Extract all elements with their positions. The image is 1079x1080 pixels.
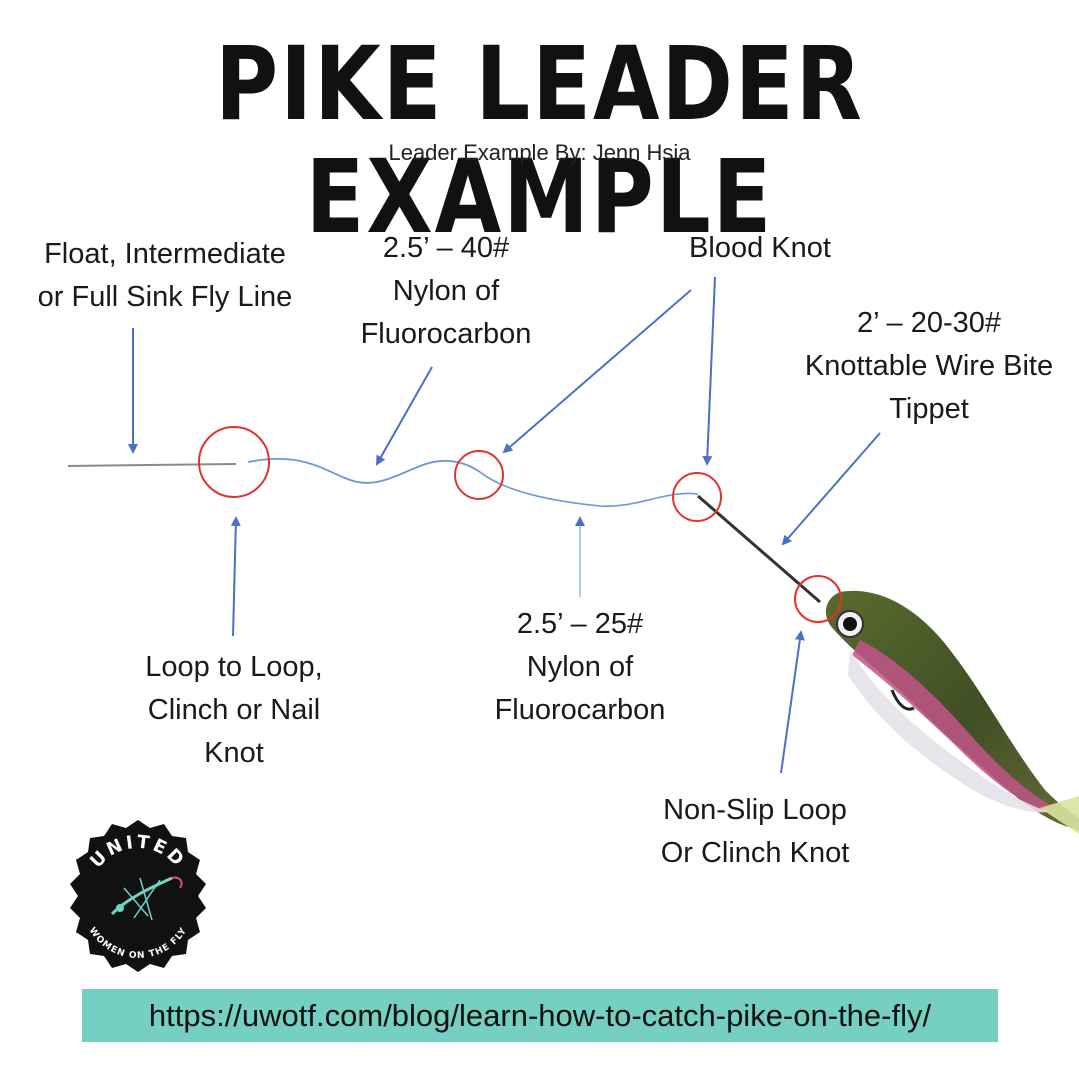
butt-section-label: 2.5’ – 40# Nylon of Fluorocarbon (316, 227, 576, 356)
united-women-on-the-fly-logo: UNITED WOMEN ON THE FLY (70, 820, 206, 972)
fly-line-label-line-2: or Full Sink Fly Line (37, 281, 293, 313)
fly-knot-label-line-2: Or Clinch Knot (660, 837, 850, 869)
fly-line-label-line-1: Float, Intermediate (44, 238, 286, 270)
loop-knot-label: Loop to Loop, Clinch or Nail Knot (104, 646, 364, 775)
blood-knot-label-line-1: Blood Knot (689, 232, 831, 264)
fly-line (67, 463, 237, 467)
url-link[interactable]: https://uwotf.com/blog/learn-how-to-catc… (148, 997, 932, 1033)
loop-to-loop-knot-circle (198, 426, 270, 498)
bite-tippet-label-line-3: Tippet (889, 393, 969, 425)
mid-section-label-line-2: Nylon of (526, 651, 634, 683)
page-subtitle: Leader Example By: Jenn Hsia (388, 140, 691, 165)
butt-section-arrow (376, 366, 433, 466)
butt-section-label-line-1: 2.5’ – 40# (382, 232, 510, 264)
bite-tippet-label: 2’ – 20-30# Knottable Wire Bite Tippet (779, 302, 1079, 431)
blood-knot-arrow-1 (502, 289, 692, 454)
fly-line-label: Float, Intermediate or Full Sink Fly Lin… (20, 233, 310, 319)
loop-knot-arrow (230, 516, 241, 637)
blood-knot-circle-1 (454, 450, 504, 500)
butt-section-line (247, 458, 481, 484)
fly-knot-circle (794, 575, 842, 623)
loop-knot-label-line-2: Clinch or Nail (147, 694, 321, 726)
mid-section-line (479, 471, 699, 507)
url-banner[interactable]: https://uwotf.com/blog/learn-how-to-catc… (82, 989, 998, 1042)
loop-knot-label-line-1: Loop to Loop, (145, 651, 323, 683)
blood-knot-arrow-2 (702, 276, 716, 466)
mid-section-label: 2.5’ – 25# Nylon of Fluorocarbon (450, 603, 710, 732)
fly-knot-label-line-1: Non-Slip Loop (663, 794, 847, 826)
fly-hook-icon (110, 876, 183, 921)
blood-knot-circle-2 (672, 472, 722, 522)
bite-tippet-label-line-1: 2’ – 20-30# (856, 307, 1002, 339)
blood-knot-label: Blood Knot (640, 227, 880, 270)
fly-knot-arrow (780, 630, 805, 774)
fly-knot-label: Non-Slip Loop Or Clinch Knot (624, 789, 886, 875)
butt-section-label-line-2: Nylon of (392, 275, 500, 307)
mid-section-label-line-1: 2.5’ – 25# (516, 608, 644, 640)
mid-section-label-line-3: Fluorocarbon (494, 694, 666, 726)
bite-tippet-label-line-2: Knottable Wire Bite (804, 350, 1054, 382)
butt-section-label-line-3: Fluorocarbon (360, 318, 532, 350)
bite-tippet-arrow (781, 432, 881, 546)
loop-knot-label-line-3: Knot (204, 737, 264, 769)
page-title: PIKE LEADER EXAMPLE (215, 25, 864, 257)
pike-fly-image (825, 590, 1079, 834)
